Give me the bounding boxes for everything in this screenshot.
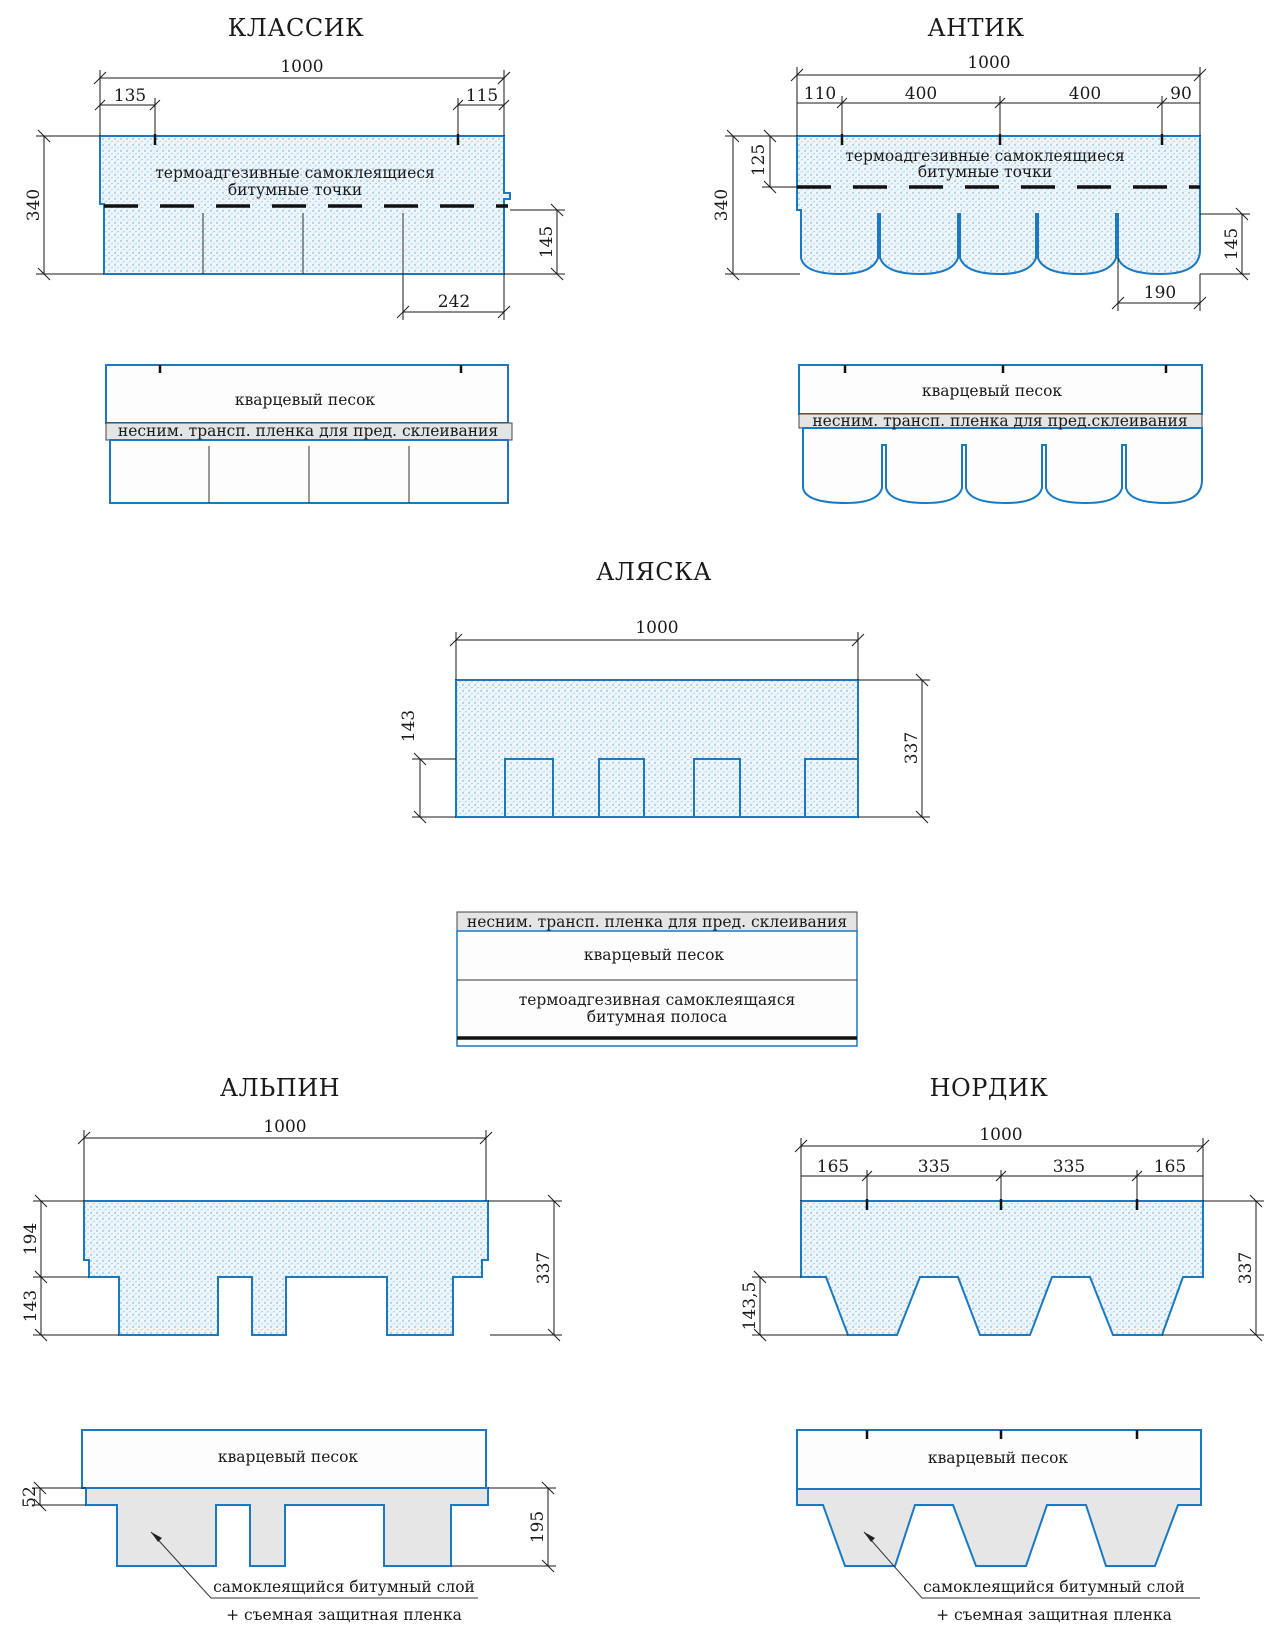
alpin-adhesive-label-1: самоклеящийся битумный слой <box>213 1578 475 1596</box>
antik-dots-dim: 125 <box>749 144 769 176</box>
alyaska-strip-label-2: битумная полоса <box>587 1008 727 1026</box>
nordik-seg3-dim: 335 <box>1053 1157 1085 1177</box>
alpin-adhesive-label-2: + съемная защитная пленка <box>226 1606 462 1624</box>
antik-dots-label-2: битумные точки <box>918 163 1052 181</box>
antik-film-label: несним. трансп. пленка для пред.склеиван… <box>812 412 1187 430</box>
klassik-tab-dim: 145 <box>537 226 557 258</box>
alpin-top-shingle <box>83 1200 489 1336</box>
klassik-film-label: несним. трансп. пленка для пред. склеива… <box>118 422 498 440</box>
klassik-sand-label: кварцевый песок <box>235 391 376 409</box>
nordik-width-dim: 1000 <box>979 1125 1022 1145</box>
klassik-width-dim: 1000 <box>280 57 323 77</box>
nordik-title: НОРДИК <box>930 1074 1049 1102</box>
antik-seg3-dim: 400 <box>1069 84 1101 104</box>
alyaska-width-dim: 1000 <box>635 618 678 638</box>
klassik-tab-width-dim: 242 <box>438 292 470 312</box>
alyaska-title: АЛЯСКА <box>596 558 712 586</box>
nordik-bottom-shingle <box>796 1429 1202 1490</box>
klassik-dots-label-2: битумные точки <box>228 181 362 199</box>
alyaska-sand-label: кварцевый песок <box>584 946 725 964</box>
alyaska-section: АЛЯСКА 1000 143 337 несним. трансп. плен… <box>399 558 930 1047</box>
alpin-sand-label: кварцевый песок <box>218 1448 359 1466</box>
alyaska-bottom-shingle <box>456 930 858 1047</box>
antik-top-shingle <box>796 135 1201 276</box>
alpin-tab-dim: 143 <box>21 1290 41 1322</box>
alyaska-tab-dim: 143 <box>399 710 419 742</box>
klassik-left-dim: 135 <box>114 86 146 106</box>
alpin-title: АЛЬПИН <box>220 1074 340 1102</box>
antik-section: АНТИК термоадгезивные самоклеящиеся биту… <box>712 14 1250 505</box>
antik-tab-dim: 145 <box>1222 228 1242 260</box>
alpin-adhesive-layer <box>85 1487 489 1567</box>
antik-title: АНТИК <box>927 14 1024 42</box>
alpin-section: АЛЬПИН 1000 194 143 337 кварцевый песок … <box>20 1074 562 1624</box>
alpin-top-dim: 194 <box>21 1223 41 1255</box>
antik-seg2-dim: 400 <box>905 84 937 104</box>
antik-dots-label-1: термоадгезивные самоклеящиеся <box>845 147 1125 165</box>
alpin-height-dim: 337 <box>534 1252 554 1284</box>
nordik-adhesive-label-2: + съемная защитная пленка <box>936 1606 1172 1624</box>
klassik-height-dim: 340 <box>24 189 44 221</box>
alpin-strip-dim: 52 <box>20 1486 40 1508</box>
antik-tab-width-dim: 190 <box>1144 283 1176 303</box>
nordik-sand-label: кварцевый песок <box>928 1449 1069 1467</box>
antik-bottom-shingle <box>798 364 1203 415</box>
alpin-layer-dim: 195 <box>528 1511 548 1543</box>
nordik-top-shingle <box>800 1200 1204 1336</box>
antik-seg4-dim: 90 <box>1170 84 1192 104</box>
alyaska-height-dim: 337 <box>902 732 922 764</box>
alyaska-film-label: несним. трансп. пленка для пред. склеива… <box>467 913 847 931</box>
klassik-title: КЛАССИК <box>228 14 365 42</box>
antik-height-dim: 340 <box>712 189 732 221</box>
nordik-tab-dim: 143,5 <box>740 1282 760 1331</box>
antik-sand-label: кварцевый песок <box>922 382 1063 400</box>
alpin-width-dim: 1000 <box>263 1117 306 1137</box>
klassik-right-dim: 115 <box>466 86 498 106</box>
nordik-seg4-dim: 165 <box>1154 1157 1186 1177</box>
klassik-dots-label-1: термоадгезивные самоклеящиеся <box>155 164 435 182</box>
antik-seg1-dim: 110 <box>804 84 836 104</box>
nordik-height-dim: 337 <box>1236 1252 1256 1284</box>
nordik-seg2-dim: 335 <box>918 1157 950 1177</box>
alyaska-strip-label-1: термоадгезивная самоклеящаяся <box>519 991 796 1009</box>
nordik-adhesive-label-1: самоклеящийся битумный слой <box>923 1578 1185 1596</box>
klassik-section: КЛАССИК термоадгезивные самоклеящиеся би… <box>24 14 565 504</box>
nordik-adhesive-layer <box>796 1488 1202 1567</box>
nordik-seg1-dim: 165 <box>817 1157 849 1177</box>
nordik-section: НОРДИК 1000 165 335 335 165 143,5 337 <box>740 1074 1264 1624</box>
antik-width-dim: 1000 <box>967 53 1010 73</box>
